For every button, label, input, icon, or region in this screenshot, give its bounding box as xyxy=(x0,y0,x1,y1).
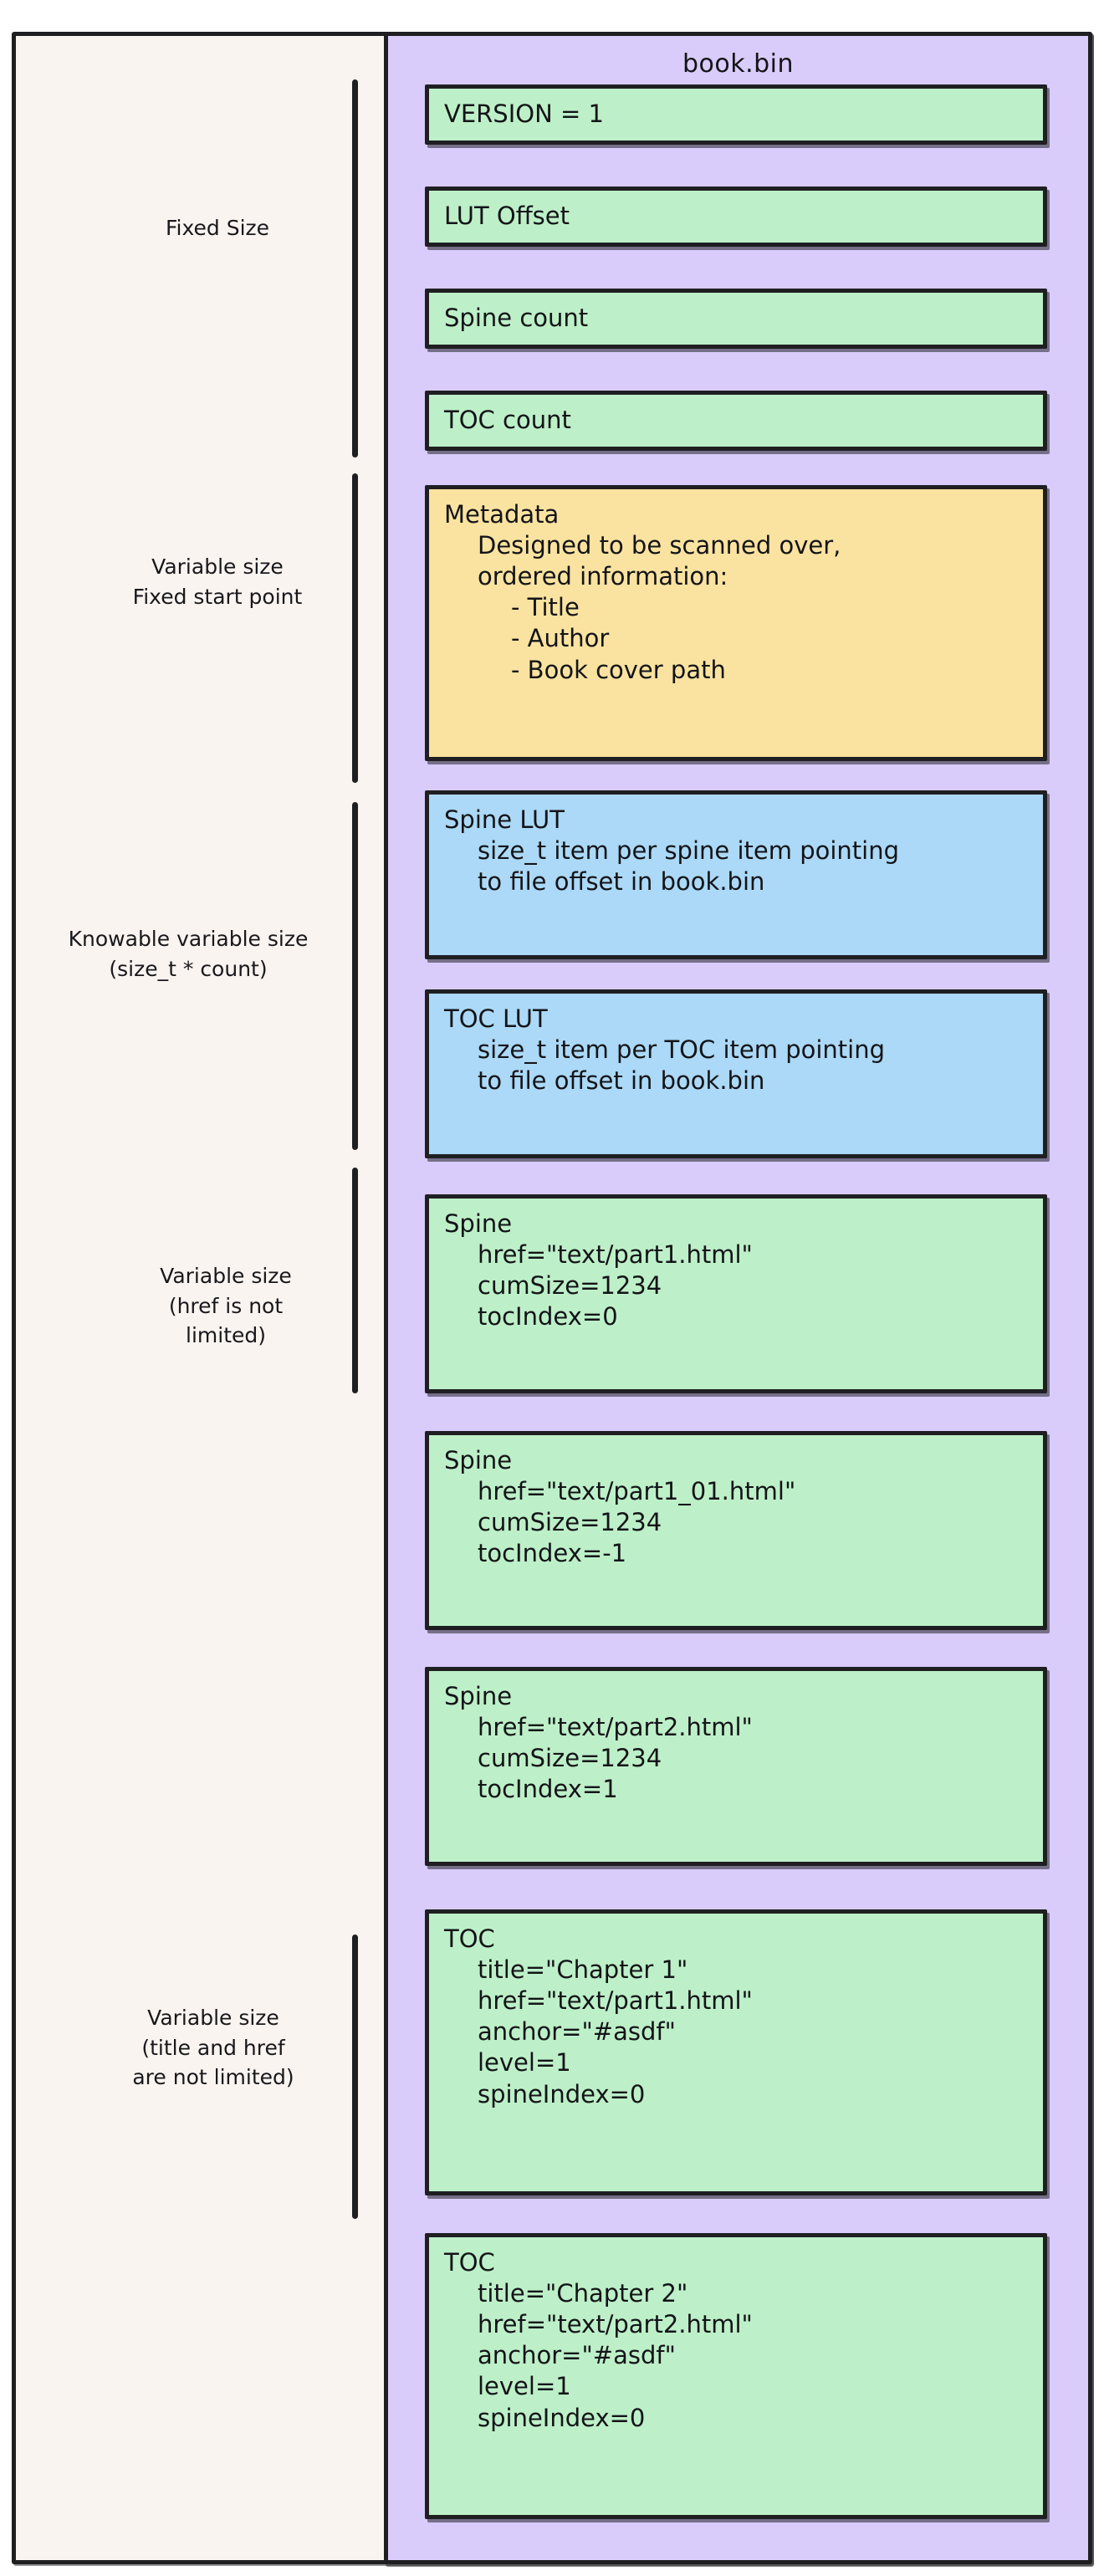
book-bin-column: book.bin VERSION = 1 LUT Offset Spine co… xyxy=(384,32,1092,2564)
record-line: title="Chapter 1" xyxy=(478,1955,688,1985)
record-line: Designed to be scanned over, xyxy=(478,531,841,560)
record-version: VERSION = 1 xyxy=(425,84,1047,145)
record-line: spineIndex=0 xyxy=(478,2403,646,2432)
zone-bracket-fixed-size xyxy=(352,79,358,457)
zone-label-variable-title-href: Variable size (title and href are not li… xyxy=(132,2006,294,2089)
record-line: anchor="#asdf" xyxy=(478,2341,676,2370)
zone-label-knowable-variable: Knowable variable size (size_t * count) xyxy=(68,927,309,981)
record-line: size_t item per TOC item pointing xyxy=(478,1035,885,1065)
record-line: tocIndex=1 xyxy=(478,1775,618,1804)
record-line: tocIndex=0 xyxy=(478,1302,618,1331)
record-header: Spine count xyxy=(444,304,589,332)
record-header: Spine LUT xyxy=(444,805,565,834)
bin-title: book.bin xyxy=(682,49,795,79)
zone-bracket-variable-href xyxy=(352,1168,358,1393)
record-header: TOC xyxy=(444,2248,495,2277)
record-header: Metadata xyxy=(444,500,560,529)
record-header: Spine xyxy=(444,1682,513,1710)
record-line: spineIndex=0 xyxy=(478,2079,646,2108)
record-header: TOC count xyxy=(444,406,571,434)
record-line: size_t item per spine item pointing xyxy=(478,836,900,866)
record-header: LUT Offset xyxy=(444,202,570,230)
record-header: Spine xyxy=(444,1446,513,1475)
record-line: anchor="#asdf" xyxy=(478,2017,676,2047)
record-line: to file offset in book.bin xyxy=(478,867,765,897)
record-header: VERSION = 1 xyxy=(444,100,604,128)
record-line: cumSize=1234 xyxy=(478,1744,662,1773)
record-line: level=1 xyxy=(478,2372,571,2401)
zone-bracket-variable-fixed-start xyxy=(352,473,358,783)
record-line: cumSize=1234 xyxy=(478,1271,662,1301)
zone-bracket-variable-title-href xyxy=(352,1935,358,2219)
record-header: TOC LUT xyxy=(444,1004,548,1033)
zone-bracket-knowable-variable xyxy=(352,802,358,1150)
record-line: - Book cover path xyxy=(511,655,726,684)
record-line: level=1 xyxy=(478,2048,571,2078)
zone-label-variable-fixed-start: Variable size Fixed start point xyxy=(132,555,303,609)
record-spine-count: Spine count xyxy=(425,289,1047,349)
record-line: title="Chapter 2" xyxy=(478,2279,688,2308)
record-line: - Author xyxy=(511,624,610,653)
zone-label-fixed-size: Fixed Size xyxy=(165,216,270,240)
record-header: TOC xyxy=(444,1924,495,1953)
record-line: href="text/part1.html" xyxy=(478,1986,753,2016)
record-line: - Title xyxy=(511,593,580,622)
zone-label-variable-href: Variable size (href is not limited) xyxy=(160,1264,292,1347)
record-lut-offset: LUT Offset xyxy=(425,187,1047,247)
record-line: href="text/part1.html" xyxy=(478,1240,753,1270)
record-line: to file offset in book.bin xyxy=(478,1066,765,1096)
record-line: cumSize=1234 xyxy=(478,1508,662,1537)
record-line: ordered information: xyxy=(478,562,728,591)
record-toc-count: TOC count xyxy=(425,391,1047,451)
record-header: Spine xyxy=(444,1209,513,1238)
record-line: href="text/part1_01.html" xyxy=(478,1477,796,1506)
record-line: href="text/part2.html" xyxy=(478,1713,753,1742)
record-line: tocIndex=-1 xyxy=(478,1539,627,1568)
record-line: href="text/part2.html" xyxy=(478,2310,753,2339)
